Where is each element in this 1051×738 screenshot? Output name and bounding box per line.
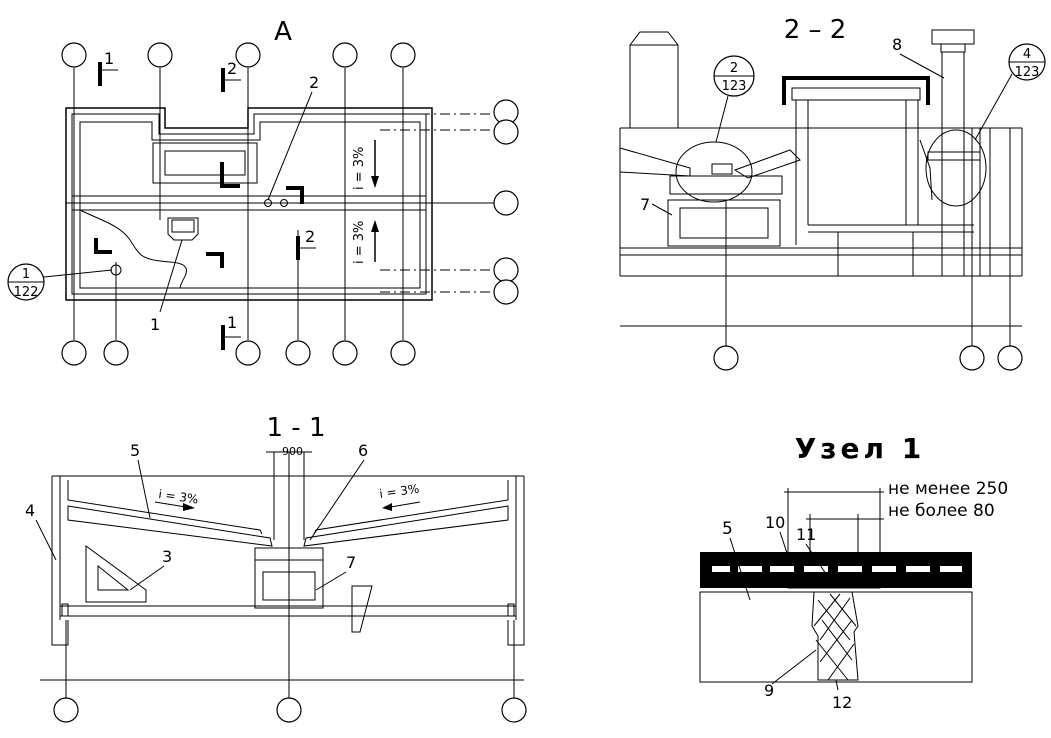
s11-item4: 4	[25, 501, 35, 520]
section11-title: 1 - 1	[267, 413, 326, 443]
plan-leader-2-label: 2	[309, 73, 319, 92]
node-dim2: не более 80	[888, 501, 995, 521]
s22-ref4-bottom: 123	[1015, 65, 1040, 80]
s11-item7: 7	[346, 553, 356, 572]
node1-title: Узел 1	[795, 432, 926, 465]
plan-ref-top: 1	[22, 267, 30, 282]
section-2-2: 2 – 2	[619, 15, 1046, 371]
plan-title: А	[274, 17, 292, 47]
plan-leader-1-label: 1	[150, 315, 160, 334]
s11-item3: 3	[162, 547, 172, 566]
plan-cut2-top-label: 2	[227, 59, 237, 78]
node-item9: 9	[764, 681, 774, 700]
s11-item5: 5	[130, 441, 140, 460]
node-1: Узел 1 не менее 250 не более 80 5 10 11	[699, 432, 1008, 712]
s22-item8: 8	[892, 35, 902, 54]
s11-dim: 900	[282, 445, 303, 458]
plan-ref-bottom: 122	[14, 285, 39, 300]
plan-cut1-bottom-label: 1	[227, 313, 237, 332]
section22-title: 2 – 2	[784, 15, 847, 45]
plan-cut1-top-label: 1	[104, 49, 114, 68]
s22-ref2-top: 2	[730, 61, 738, 76]
section-1-1: 1 - 1 900 i = 3% i = 3%	[25, 413, 527, 723]
plan-slope-down: i = 3%	[352, 221, 367, 264]
s11-slope-left: i = 3%	[158, 487, 200, 506]
node-item10: 10	[765, 513, 785, 532]
s11-slope-right: i = 3%	[378, 482, 420, 501]
plan-slope-up: i = 3%	[352, 147, 367, 190]
node-item12: 12	[832, 693, 852, 712]
plan-view: А	[7, 17, 519, 366]
s11-item6: 6	[358, 441, 368, 460]
s22-ref2-bottom: 123	[722, 79, 747, 94]
node-dim1: не менее 250	[888, 479, 1008, 499]
s22-item7: 7	[640, 195, 650, 214]
node-item11: 11	[796, 525, 816, 544]
node-item5: 5	[722, 519, 733, 539]
s22-ref4-top: 4	[1023, 47, 1031, 62]
plan-cut2-right-label: 2	[305, 227, 315, 246]
